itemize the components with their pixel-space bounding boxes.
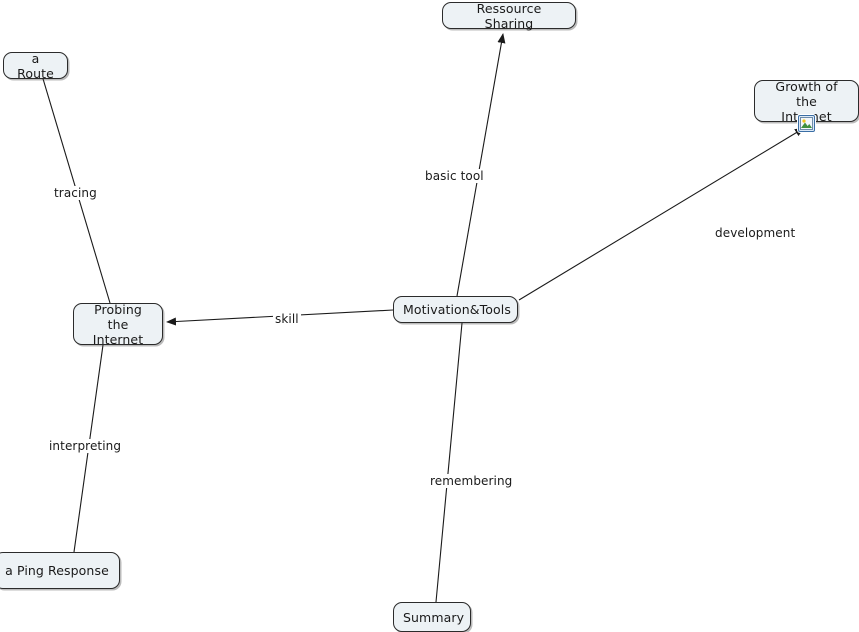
node-label: Summary: [403, 609, 465, 625]
node-summary[interactable]: Summary: [393, 602, 471, 632]
node-label: Probing the Internet: [92, 301, 144, 347]
edge-remembering[interactable]: [435, 322, 463, 603]
edge-label-basic-tool[interactable]: basic tool: [423, 169, 486, 183]
node-motivation-tools[interactable]: Motivation&Tools: [393, 296, 518, 323]
node-ressource-sharing[interactable]: Ressource Sharing: [442, 0, 576, 31]
edge-label-interpreting[interactable]: interpreting: [47, 439, 124, 453]
node-label: a Ping Response: [5, 563, 109, 578]
node-probing-internet[interactable]: Probing the Internet: [73, 301, 163, 347]
edge-label-remembering[interactable]: remembering: [428, 474, 515, 488]
image-icon[interactable]: [798, 115, 815, 132]
edge-development[interactable]: [518, 127, 805, 301]
node-a-ping-response[interactable]: a Ping Response: [0, 552, 120, 589]
node-a-route[interactable]: a Route: [3, 50, 68, 81]
node-label: a Route: [17, 50, 54, 81]
node-label: Ressource Sharing: [476, 0, 542, 31]
edge-label-tracing[interactable]: tracing: [52, 186, 99, 200]
edge-basic-tool[interactable]: [456, 33, 506, 297]
edge-label-skill[interactable]: skill: [273, 312, 301, 326]
node-label: Motivation&Tools: [403, 302, 511, 317]
edge-label-development[interactable]: development: [713, 226, 798, 240]
edge-tracing[interactable]: [36, 61, 111, 304]
